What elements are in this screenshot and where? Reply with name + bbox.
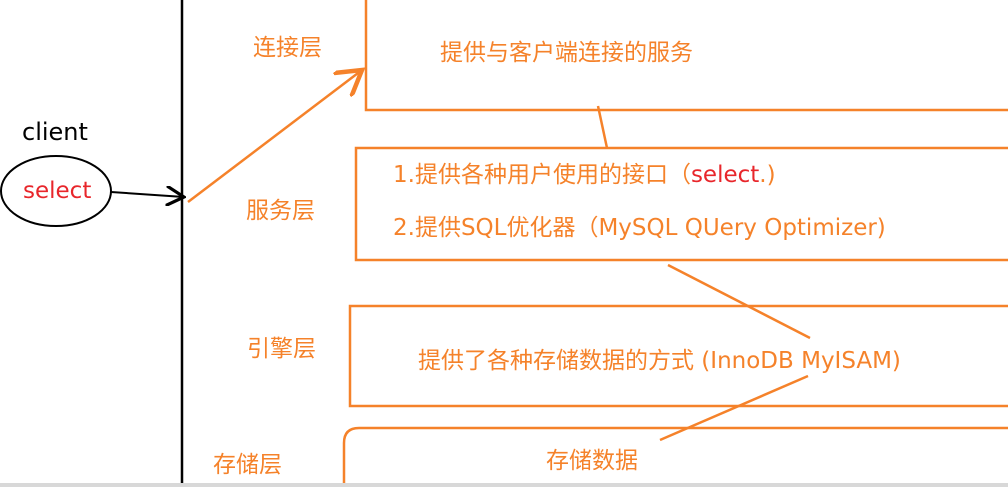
connector-line bbox=[596, 105, 609, 149]
engine-layer-desc: 提供了各种存储数据的方式 (InnoDB MyISAM) bbox=[418, 348, 901, 374]
engine-layer-box bbox=[348, 304, 1008, 408]
client-query: select bbox=[23, 178, 91, 204]
layer-storage-label: 存储层 bbox=[213, 452, 282, 478]
bottom-bar bbox=[0, 483, 1008, 487]
layer-service-label: 服务层 bbox=[246, 198, 315, 224]
layer-connection-label: 连接层 bbox=[253, 35, 322, 61]
connection-layer-box bbox=[364, 0, 1008, 112]
storage-layer-desc: 存储数据 bbox=[546, 448, 638, 474]
client-arrow bbox=[110, 192, 184, 197]
connector-line bbox=[667, 263, 811, 340]
service-layer-box bbox=[354, 146, 1008, 262]
client-ellipse bbox=[0, 155, 112, 227]
service-desc-1: 1.提供各种用户使用的接口（select.) bbox=[393, 162, 776, 188]
connection-layer-desc: 提供与客户端连接的服务 bbox=[440, 40, 693, 66]
client-label: client bbox=[22, 118, 88, 146]
layer-engine-label: 引擎层 bbox=[247, 336, 316, 362]
connect-arrow bbox=[187, 70, 362, 203]
service-desc-2: 2.提供SQL优化器（MySQL QUery Optimizer) bbox=[393, 215, 886, 241]
storage-layer-box bbox=[342, 426, 1008, 487]
connector-line bbox=[659, 374, 809, 442]
